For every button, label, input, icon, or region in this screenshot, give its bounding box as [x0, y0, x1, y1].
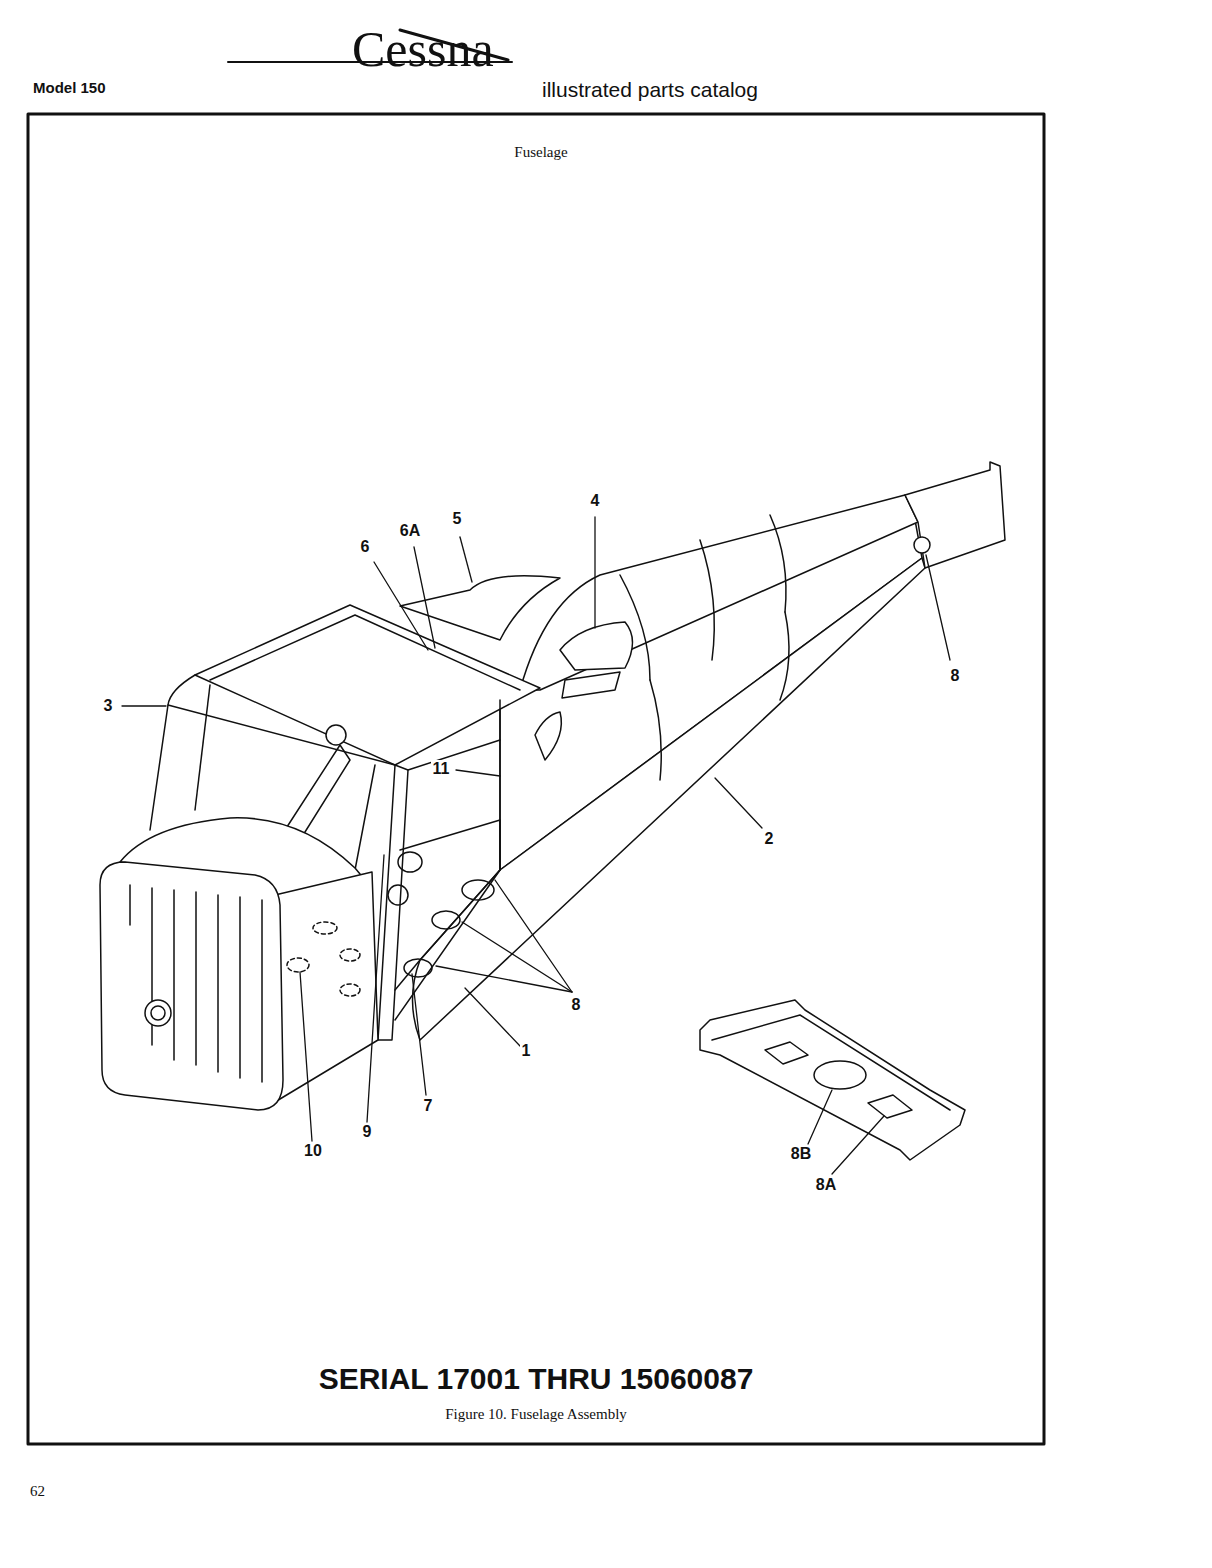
callout-number: 9 [361, 1123, 374, 1141]
callout-number: 4 [589, 492, 602, 510]
callout-number: 2 [763, 830, 776, 848]
header-model: Model 150 [33, 80, 106, 97]
callout-number: 8B [789, 1145, 813, 1163]
callout-number: 7 [422, 1097, 435, 1115]
callout-number: 10 [302, 1142, 324, 1160]
page-frame [28, 114, 1044, 1444]
callout-number: 6 [359, 538, 372, 556]
callout-number: 11 [431, 760, 452, 778]
callout-number: 8 [949, 667, 962, 685]
fuselage-drawing [100, 462, 1005, 1160]
leader-lines [122, 517, 950, 1174]
callout-number: 1 [520, 1042, 533, 1060]
figure-heading: Fuselage [514, 144, 567, 161]
callout-number: 3 [102, 697, 115, 715]
callout-number: 6A [398, 522, 422, 540]
logo-text: Cessna [352, 22, 494, 77]
figure-caption: Figure 10. Fuselage Assembly [445, 1406, 627, 1423]
callout-number: 8 [570, 996, 583, 1014]
callout-number: 5 [451, 510, 464, 528]
header-text: illustrated parts catalog [542, 78, 758, 101]
serial-range: SERIAL 17001 THRU 15060087 [319, 1362, 754, 1395]
page-number: 62 [30, 1483, 45, 1500]
callout-number: 8A [814, 1176, 838, 1194]
